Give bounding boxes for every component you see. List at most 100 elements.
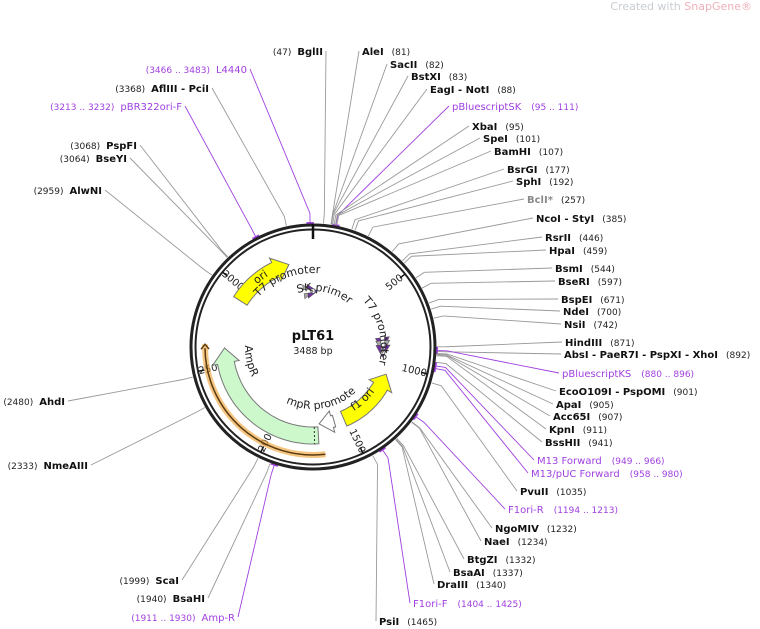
enzyme-site-label[interactable]: (2959)AlwNI bbox=[34, 186, 102, 197]
enzyme-site-label[interactable]: NsiI(742) bbox=[564, 320, 618, 331]
site-position: (88) bbox=[497, 86, 515, 96]
enzyme-site-label[interactable]: ApaI(905) bbox=[556, 400, 614, 411]
enzyme-site-label[interactable]: BsrGI(177) bbox=[507, 165, 570, 176]
primer-label[interactable]: F1ori-R(1194 .. 1213) bbox=[508, 505, 618, 516]
leader-line bbox=[90, 407, 205, 466]
site-position: (1234) bbox=[518, 538, 548, 548]
enzyme-name: BsmI bbox=[555, 264, 583, 275]
enzyme-name: Acc65I bbox=[553, 412, 590, 423]
primer-site-mark bbox=[378, 446, 387, 453]
enzyme-site-label[interactable]: (1999)ScaI bbox=[119, 576, 179, 587]
site-position: (81) bbox=[392, 48, 410, 58]
leader-line bbox=[139, 144, 229, 258]
enzyme-site-label[interactable]: PsiI(1465) bbox=[379, 617, 437, 628]
enzyme-name: EagI - NotI bbox=[430, 85, 489, 96]
primer-label[interactable]: F1ori-F(1404 .. 1425) bbox=[413, 599, 522, 610]
leader-line bbox=[436, 354, 551, 417]
enzyme-site-label[interactable]: AleI(81) bbox=[362, 47, 410, 58]
enzyme-site-label[interactable]: PvuII(1035) bbox=[520, 487, 586, 498]
enzyme-site-label[interactable]: BsaAI(1337) bbox=[453, 568, 523, 579]
leader-line bbox=[372, 455, 378, 622]
leader-line bbox=[435, 361, 543, 443]
leader-line bbox=[415, 267, 553, 279]
primer-label[interactable]: M13/pUC Forward(958 .. 980) bbox=[531, 469, 683, 480]
enzyme-site-label[interactable]: (3368)AflIII - PciI bbox=[115, 84, 209, 95]
tick-mark bbox=[359, 447, 364, 454]
enzyme-site-label[interactable]: KpnI(911) bbox=[549, 425, 607, 436]
enzyme-site-label[interactable]: (3068)PspFI bbox=[70, 141, 137, 152]
enzyme-site-label[interactable]: AbsI - PaeR7I - PspXI - XhoI(892) bbox=[564, 350, 750, 361]
site-position: (1999) bbox=[119, 577, 149, 587]
primer-label[interactable]: (1911 .. 1930)Amp-R bbox=[131, 613, 235, 624]
enzyme-site-label[interactable]: SacII(82) bbox=[390, 60, 444, 71]
enzyme-site-label[interactable]: BstXI(83) bbox=[411, 72, 467, 83]
enzyme-site-label[interactable]: NdeI(700) bbox=[563, 307, 621, 318]
leader-line bbox=[367, 198, 525, 237]
site-position: (3466 .. 3483) bbox=[146, 66, 210, 76]
enzyme-site-label[interactable]: (47)BglII bbox=[273, 47, 323, 58]
leader-line bbox=[391, 217, 534, 252]
enzyme-site-label[interactable]: SpeI(101) bbox=[483, 134, 540, 145]
enzyme-site-label[interactable]: Acc65I(907) bbox=[553, 412, 622, 423]
enzyme-site-label[interactable]: BseRI(597) bbox=[558, 277, 622, 288]
enzyme-site-label[interactable]: (1940)BsaHI bbox=[137, 594, 205, 605]
enzyme-site-label[interactable]: BssHII(941) bbox=[545, 438, 613, 449]
enzyme-site-label[interactable]: XbaI(95) bbox=[472, 122, 524, 133]
leader-line bbox=[334, 137, 481, 226]
primer-label[interactable]: (3466 .. 3483) L4440 bbox=[146, 65, 247, 76]
enzyme-site-label[interactable]: DraIII(1340) bbox=[437, 580, 506, 591]
enzyme-site-label[interactable]: NaeI(1234) bbox=[484, 537, 548, 548]
leader-line bbox=[330, 63, 388, 225]
primer-label[interactable]: (3213 .. 3232)pBR322ori-F bbox=[50, 102, 182, 113]
enzyme-site-label[interactable]: EcoO109I - PspOMI(901) bbox=[559, 387, 697, 398]
primer-label[interactable]: pBluescriptSK(95 .. 111) bbox=[452, 102, 578, 113]
enzyme-site-label[interactable]: (2333)NmeAIII bbox=[8, 461, 88, 472]
enzyme-name: NdeI bbox=[563, 307, 589, 318]
site-position: (3213 .. 3232) bbox=[50, 103, 114, 113]
enzyme-site-label[interactable]: EagI - NotI (88) bbox=[430, 85, 516, 96]
enzyme-site-label[interactable]: BclI*(257) bbox=[527, 195, 585, 206]
enzyme-name: BclI* bbox=[527, 195, 554, 206]
primer-name: M13 Forward bbox=[537, 456, 602, 467]
primer-label[interactable]: M13 Forward(949 .. 966) bbox=[537, 456, 665, 467]
enzyme-site-label[interactable]: (3064)BseYI bbox=[60, 154, 127, 165]
enzyme-site-label[interactable]: RsrII(446) bbox=[545, 233, 603, 244]
site-position: (83) bbox=[449, 73, 467, 83]
enzyme-name: SacII bbox=[390, 60, 417, 71]
enzyme-site-label[interactable]: SphI(192) bbox=[516, 177, 573, 188]
enzyme-site-label[interactable]: HindIII(871) bbox=[565, 338, 634, 349]
leader-line bbox=[237, 464, 275, 618]
primer-label[interactable]: pBluescriptKS(880 .. 896) bbox=[562, 369, 694, 380]
enzyme-site-label[interactable]: BspEI(671) bbox=[561, 295, 625, 306]
leader-line bbox=[411, 421, 493, 529]
enzyme-site-label[interactable]: NgoMIV(1232) bbox=[495, 524, 577, 535]
leader-line bbox=[351, 168, 505, 230]
leader-line bbox=[411, 421, 482, 542]
enzyme-site-label[interactable]: HpaI(459) bbox=[549, 246, 607, 257]
enzyme-site-label[interactable]: BamHI(107) bbox=[494, 147, 563, 158]
enzyme-site-label[interactable]: BsmI(544) bbox=[555, 264, 615, 275]
leader-line bbox=[333, 125, 470, 225]
enzyme-name: BglII bbox=[297, 47, 323, 58]
site-position: (880 .. 896) bbox=[641, 370, 694, 380]
tick-mark bbox=[399, 273, 406, 279]
enzyme-name: SpeI bbox=[483, 134, 508, 145]
leader-line bbox=[415, 416, 506, 510]
ampr-arrow bbox=[211, 347, 320, 445]
watermark-brand: SnapGene® bbox=[684, 0, 752, 13]
enzyme-site-label[interactable]: (2480)AhdI bbox=[3, 397, 65, 408]
site-position: (2959) bbox=[34, 187, 64, 197]
site-position: (3368) bbox=[115, 85, 145, 95]
leader-line bbox=[435, 365, 535, 461]
enzyme-site-label[interactable]: BtgZI(1332) bbox=[467, 555, 535, 566]
enzyme-site-label[interactable]: NcoI - StyI(385) bbox=[536, 214, 626, 225]
leader-line bbox=[129, 157, 228, 258]
site-position: (2480) bbox=[3, 398, 33, 408]
site-labels: (47)BglII (3466 .. 3483) L4440 (3368)AflIII… bbox=[3, 47, 750, 628]
primer-name: L4440 bbox=[216, 65, 247, 76]
tick-label: 1000 bbox=[400, 363, 427, 380]
site-position: (742) bbox=[593, 321, 617, 331]
leader-line bbox=[431, 382, 518, 492]
leader-line bbox=[67, 376, 193, 402]
